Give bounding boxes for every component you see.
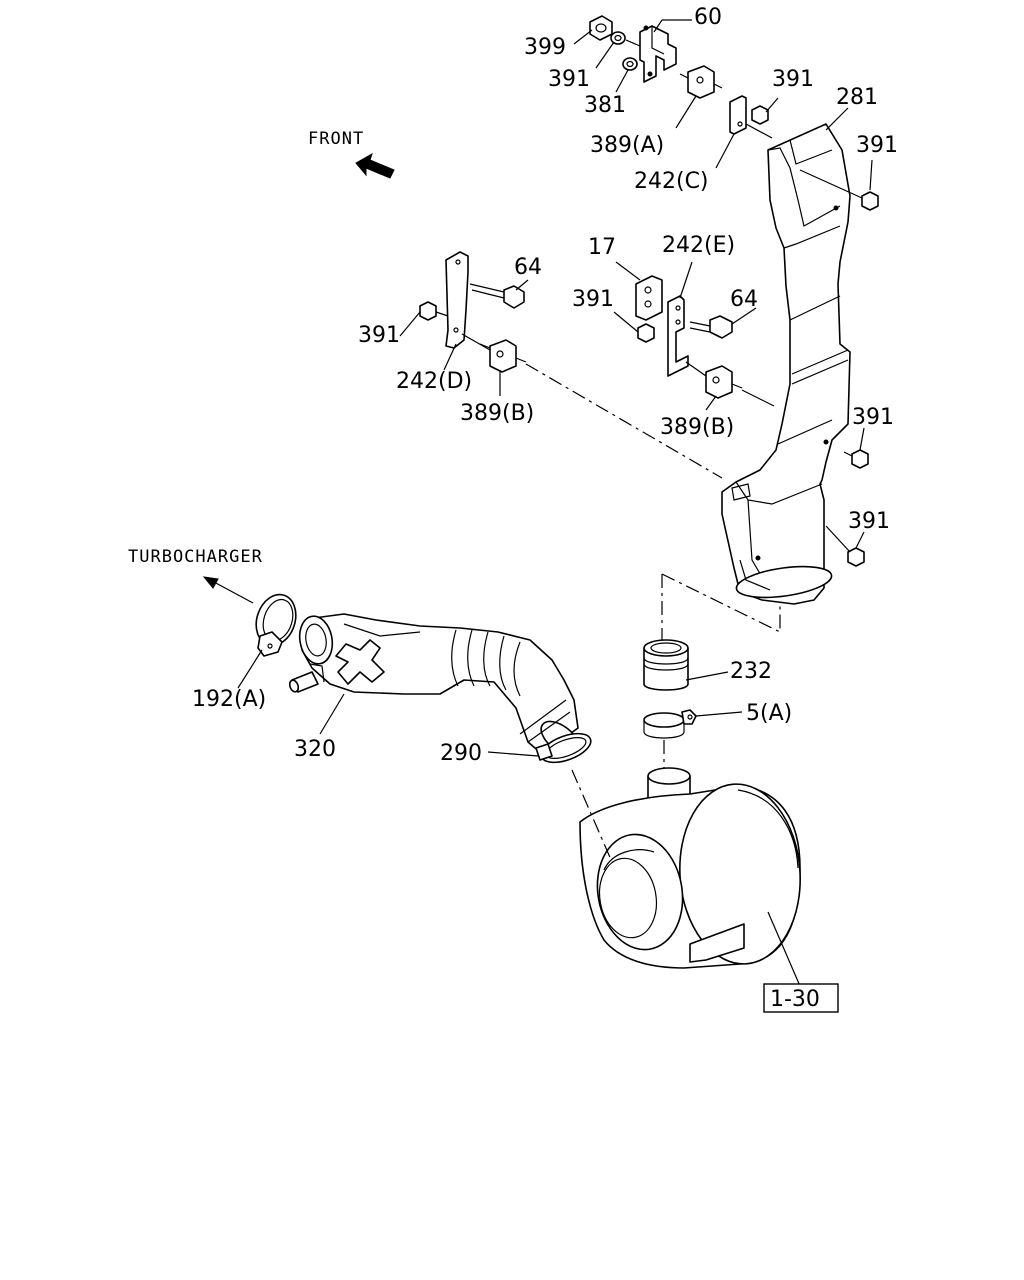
air-cleaner-1-30 — [579, 767, 801, 969]
rubber-mount-389b-left — [489, 339, 517, 373]
nut-399 — [589, 15, 613, 41]
callout-64-left: 64 — [514, 255, 542, 280]
hose-clamp-290 — [535, 732, 592, 764]
callout-389a: 389(A) — [590, 133, 664, 158]
callout-391-upper-right: 391 — [772, 67, 814, 92]
washer-381 — [622, 57, 638, 71]
hose-clamp-5a — [643, 709, 697, 739]
callout-192a: 192(A) — [192, 687, 266, 712]
nut-391-upper — [751, 105, 769, 125]
washer-391-top — [610, 31, 626, 45]
callout-391-upper-left: 391 — [548, 67, 590, 92]
callout-320: 320 — [294, 737, 336, 762]
callout-391-duct-top: 391 — [856, 133, 898, 158]
callout-391-duct-mid: 391 — [852, 405, 894, 430]
callout-17: 17 — [588, 235, 616, 260]
nut-391-left — [419, 301, 437, 321]
turbocharger-direction-indicator: TURBOCHARGER — [128, 547, 263, 604]
rubber-sleeve-232 — [643, 639, 689, 691]
bracket-60 — [639, 25, 677, 83]
nut-391-duct-bottom — [847, 547, 865, 567]
callout-labels: 60 399 391 381 389(A) 391 242(C) 281 391… — [192, 5, 898, 766]
callout-391-left: 391 — [358, 323, 400, 348]
callout-399: 399 — [524, 35, 566, 60]
callout-5a: 5(A) — [746, 701, 792, 726]
hose-clamp-192a — [255, 593, 297, 657]
front-label: FRONT — [308, 129, 364, 149]
upper-bracket-assembly — [589, 15, 773, 139]
bolt-64-middle — [709, 315, 733, 339]
callout-60: 60 — [694, 5, 722, 30]
callout-242e: 242(E) — [662, 233, 735, 258]
nut-391-duct-top — [861, 191, 879, 211]
rubber-mount-389b-right — [705, 365, 733, 399]
callout-242c: 242(C) — [634, 169, 709, 194]
bracket-242c — [729, 95, 747, 135]
turbocharger-arrow-shaft — [213, 581, 254, 604]
callout-389b-left: 389(B) — [460, 401, 534, 426]
nut-391-middle — [637, 323, 655, 343]
callout-281: 281 — [836, 85, 878, 110]
turbocharger-label: TURBOCHARGER — [128, 547, 263, 567]
callout-381: 381 — [584, 93, 626, 118]
plate-17 — [635, 275, 663, 321]
bracket-242e — [667, 295, 689, 377]
assembly-centerline-upper — [525, 363, 723, 479]
front-direction-indicator: FRONT — [308, 129, 395, 179]
middle-bracket-assembly — [635, 275, 775, 407]
leader-lines — [237, 19, 873, 987]
reference-box-label[interactable]: 1-30 — [770, 987, 820, 1012]
front-arrow-icon — [355, 152, 395, 179]
callout-64-middle: 64 — [730, 287, 758, 312]
callout-389b-right: 389(B) — [660, 415, 734, 440]
callout-391-duct-bottom: 391 — [848, 509, 890, 534]
assembly-centerline-pipe — [571, 769, 613, 863]
callout-242d: 242(D) — [396, 369, 472, 394]
air-intake-duct-281 — [721, 123, 851, 605]
bolt-64-left — [503, 285, 525, 309]
turbocharger-arrow-icon — [202, 576, 219, 589]
callout-290: 290 — [440, 741, 482, 766]
rubber-mount-389a — [687, 65, 715, 99]
nut-391-duct-mid — [851, 449, 869, 469]
bracket-242d — [445, 251, 469, 349]
callout-391-middle: 391 — [572, 287, 614, 312]
reference-box[interactable]: 1-30 — [763, 983, 839, 1013]
left-bracket-assembly — [419, 251, 527, 373]
callout-232: 232 — [730, 659, 772, 684]
